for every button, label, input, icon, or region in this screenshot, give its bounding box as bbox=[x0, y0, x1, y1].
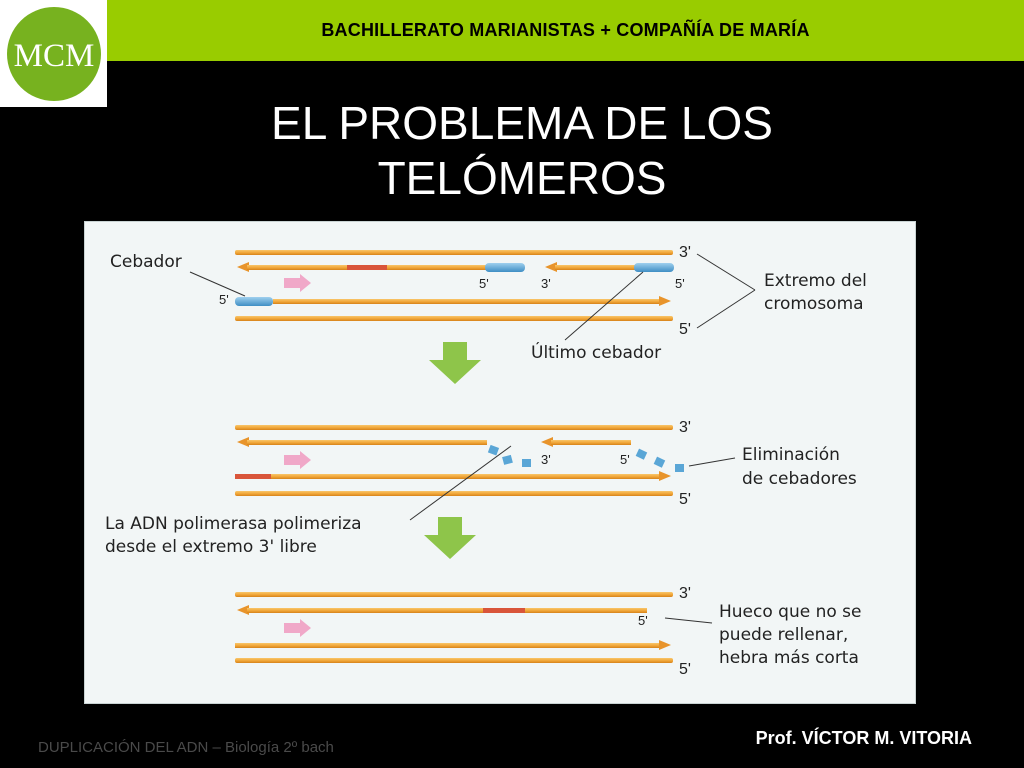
strand-lagging-3 bbox=[247, 608, 647, 613]
title-line-2: TELÓMEROS bbox=[377, 152, 667, 204]
leader-eliminacion bbox=[688, 457, 736, 467]
label-ultimo-cebador: Último cebador bbox=[531, 341, 661, 363]
primer-leading-1 bbox=[235, 297, 273, 306]
rna-segment-2 bbox=[235, 474, 271, 479]
rna-segment-3 bbox=[483, 608, 525, 613]
primer-fragment-2 bbox=[502, 454, 513, 465]
label-hueco-1: Hueco que no se bbox=[719, 602, 862, 622]
strand-leading-3 bbox=[235, 643, 659, 648]
leader-extremo-1 bbox=[696, 253, 756, 291]
end-label-p1-5b: 5' bbox=[479, 276, 489, 291]
end-label-p2-5: 5' bbox=[620, 452, 630, 467]
label-extremo-1: Extremo del bbox=[764, 271, 867, 291]
end-label-p1-3b: 3' bbox=[541, 276, 551, 291]
panel-1 bbox=[235, 250, 674, 321]
arrowhead-left-1a bbox=[237, 262, 249, 272]
label-hueco-2: puede rellenar, bbox=[719, 625, 848, 645]
pink-arrow-2 bbox=[284, 451, 311, 469]
arrowhead-right-1 bbox=[659, 296, 671, 306]
strand-top-3 bbox=[235, 592, 673, 597]
diagram-svg: Cebador 5' 3' 5' 3' 5' 5' Extremo del cr… bbox=[105, 244, 867, 678]
logo-text: MCM bbox=[14, 38, 95, 74]
arrowhead-left-3 bbox=[237, 605, 249, 615]
primer-fragment-6 bbox=[675, 464, 684, 472]
pink-arrow-3 bbox=[284, 619, 311, 637]
header-bar: BACHILLERATO MARIANISTAS + COMPAÑÍA DE M… bbox=[107, 0, 1024, 61]
strand-top-2 bbox=[235, 425, 673, 430]
leader-ultimo bbox=[564, 271, 644, 341]
primer-fragment-5 bbox=[653, 456, 666, 468]
primer-fragment-1 bbox=[487, 444, 500, 456]
strand-bottom-2 bbox=[235, 491, 673, 496]
arrowhead-left-2b bbox=[541, 437, 553, 447]
primer-1a bbox=[485, 263, 525, 272]
end-label-p1-5a: 5' bbox=[219, 292, 229, 307]
strand-bottom-3 bbox=[235, 658, 673, 663]
header-text: BACHILLERATO MARIANISTAS + COMPAÑÍA DE M… bbox=[321, 20, 810, 40]
strand-lagging-1b bbox=[555, 265, 635, 270]
strand-bottom-1 bbox=[235, 316, 673, 321]
label-eliminacion-1: Eliminación bbox=[742, 445, 840, 465]
label-extremo-2: cromosoma bbox=[764, 294, 864, 314]
strand-leading-2 bbox=[271, 474, 659, 479]
strand-top-1 bbox=[235, 250, 673, 255]
green-arrow-2 bbox=[424, 517, 476, 559]
arrowhead-right-2 bbox=[659, 471, 671, 481]
end-label-p2-5bot: 5' bbox=[679, 491, 691, 508]
strand-lagging-2b bbox=[551, 440, 631, 445]
panel-2 bbox=[235, 425, 684, 496]
footer-author: Prof. VÍCTOR M. VITORIA bbox=[755, 728, 972, 748]
end-label-p2-3: 3' bbox=[541, 452, 551, 467]
leader-adn-polimerasa bbox=[409, 445, 512, 521]
arrowhead-left-2a bbox=[237, 437, 249, 447]
title-line-1: EL PROBLEMA DE LOS bbox=[271, 97, 773, 149]
primer-fragment-3 bbox=[522, 459, 531, 467]
end-label-p1-5bot: 5' bbox=[679, 321, 691, 338]
strand-lagging-2a bbox=[247, 440, 487, 445]
leader-cebador bbox=[189, 271, 246, 297]
leader-extremo-2 bbox=[696, 289, 756, 329]
leader-hueco bbox=[664, 617, 713, 624]
end-label-p3-5bot: 5' bbox=[679, 661, 691, 678]
telomere-diagram: Cebador 5' 3' 5' 3' 5' 5' Extremo del cr… bbox=[84, 221, 916, 704]
last-primer bbox=[634, 263, 674, 272]
end-label-p2-3top: 3' bbox=[679, 419, 691, 436]
end-label-p3-3top: 3' bbox=[679, 585, 691, 602]
label-adn-1: La ADN polimerasa polimeriza bbox=[105, 514, 362, 534]
label-eliminacion-2: de cebadores bbox=[742, 469, 857, 489]
end-label-p3-5: 5' bbox=[638, 613, 648, 628]
logo-area: MCM bbox=[0, 0, 107, 107]
mcm-logo: MCM bbox=[7, 7, 101, 101]
label-hueco-3: hebra más corta bbox=[719, 648, 859, 668]
rna-segment-1 bbox=[347, 265, 387, 270]
panel-3 bbox=[235, 592, 673, 663]
page-title: EL PROBLEMA DE LOS TELÓMEROS bbox=[107, 96, 937, 206]
label-cebador: Cebador bbox=[110, 252, 182, 272]
end-label-p1-5c: 5' bbox=[675, 276, 685, 291]
strand-leading-1 bbox=[273, 299, 659, 304]
primer-fragment-4 bbox=[635, 448, 648, 460]
arrowhead-left-1b bbox=[545, 262, 557, 272]
footer-course: DUPLICACIÓN DEL ADN – Biología 2º bach bbox=[38, 739, 334, 756]
green-arrow-1 bbox=[429, 342, 481, 384]
label-adn-2: desde el extremo 3' libre bbox=[105, 537, 317, 557]
end-label-p1-3top: 3' bbox=[679, 244, 691, 261]
pink-arrow-1 bbox=[284, 274, 311, 292]
arrowhead-right-3 bbox=[659, 640, 671, 650]
